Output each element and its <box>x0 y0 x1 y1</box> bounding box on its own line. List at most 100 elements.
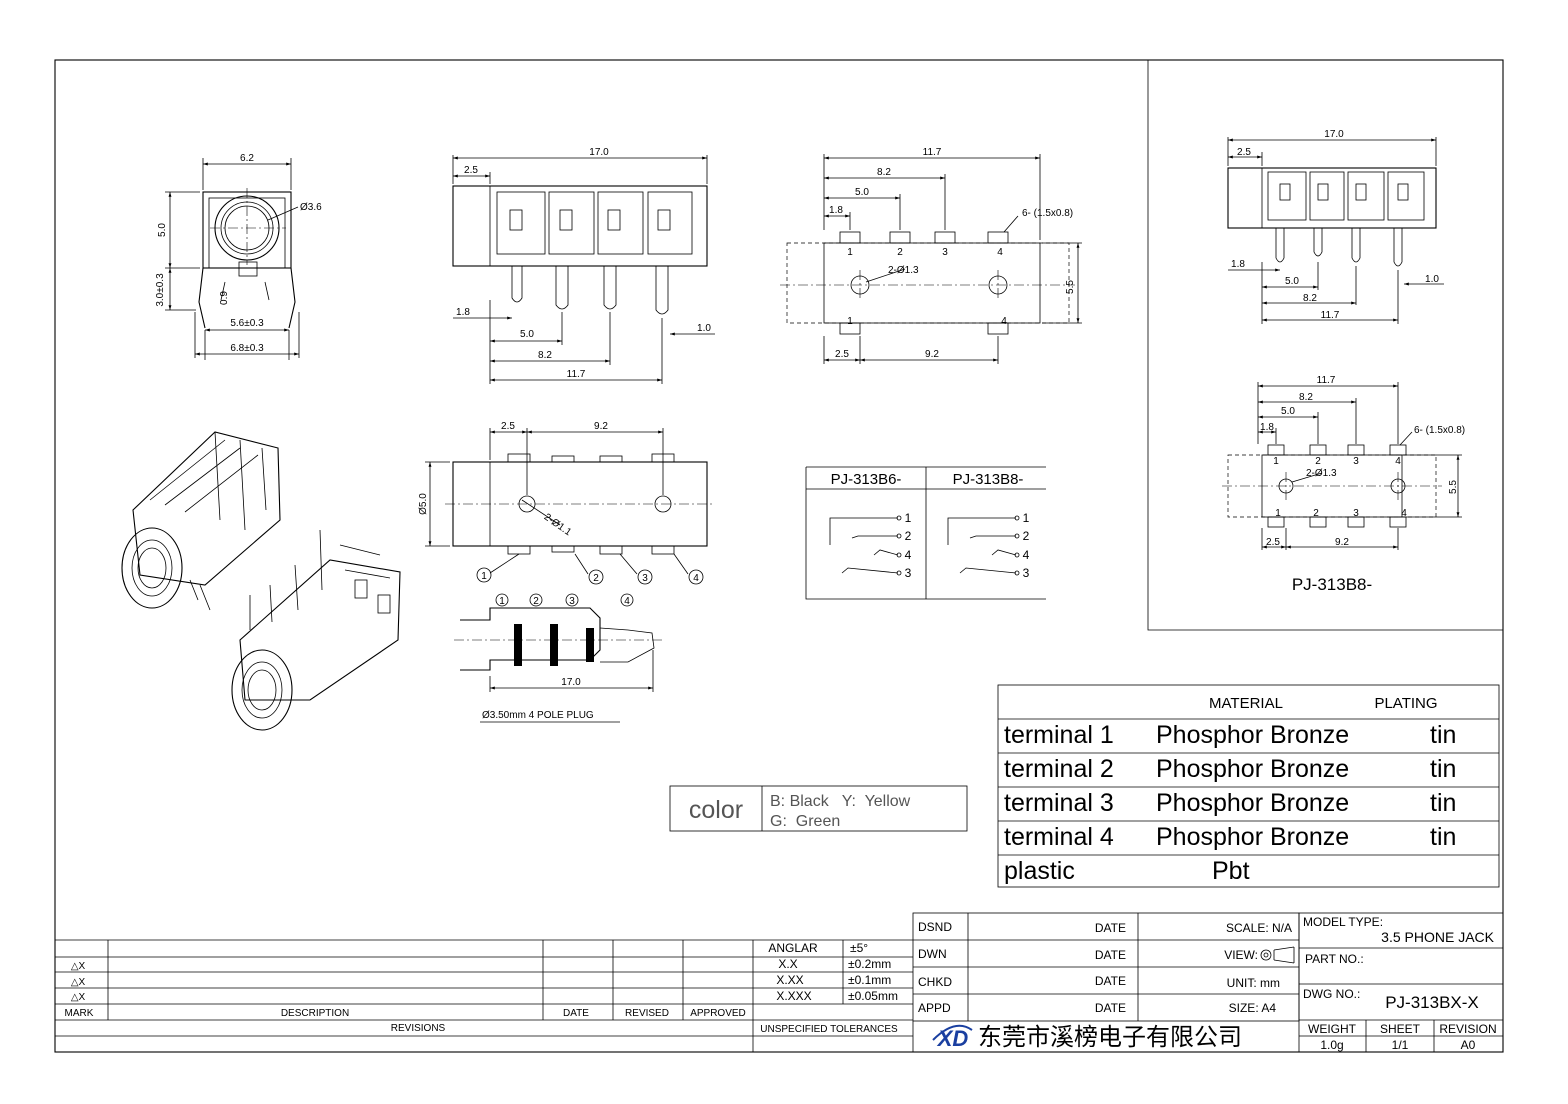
pcb-pin-bottom-4: 4 <box>1001 316 1007 327</box>
b8-pin-top-2: 2 <box>1315 456 1321 467</box>
material-row-4-material: Phosphor Bronze <box>1156 823 1349 851</box>
approval-scale: SCALE: N/A <box>1226 921 1292 935</box>
b8-pcb-dim-55: 5.5 <box>1448 480 1459 494</box>
top-balloon-3: 3 <box>642 573 648 584</box>
b8-pcb-dim-82: 8.2 <box>1299 392 1313 403</box>
b8-pin-bottom-2: 2 <box>1313 508 1319 519</box>
b8-pin-bottom-3: 3 <box>1353 508 1359 519</box>
side-dim-117: 11.7 <box>567 369 586 380</box>
sheet-label: SHEET <box>1380 1022 1421 1036</box>
pcb-dim-92: 9.2 <box>925 349 939 360</box>
pcb-dim-55: 5.5 <box>1065 280 1076 294</box>
side-dim-50: 5.0 <box>520 329 534 340</box>
sheet-border <box>54 59 1504 1053</box>
b8-dim-17: 17.0 <box>1324 129 1344 140</box>
front-dim-w1: 5.6±0.3 <box>230 318 264 329</box>
b8-pin-bottom-4: 4 <box>1401 508 1407 519</box>
material-row-2-material: Phosphor Bronze <box>1156 755 1349 783</box>
approval-view: VIEW: <box>1224 948 1258 962</box>
schematic1-pin-4: 4 <box>905 548 912 562</box>
side-dim-17: 17.0 <box>589 147 609 158</box>
b8-pcb-dim-18: 1.8 <box>1260 422 1274 433</box>
schematic1-pin-2: 2 <box>905 529 912 543</box>
material-header: MATERIAL <box>1209 695 1283 712</box>
isometric-view-1 <box>121 431 281 611</box>
projection-symbol-icon <box>1260 946 1295 964</box>
b8-dim-117: 11.7 <box>1321 310 1340 321</box>
title-block: MODEL TYPE: 3.5 PHONE JACK PART NO.: DWG… <box>912 912 1504 1053</box>
material-row-5-material: Pbt <box>1212 857 1250 885</box>
top-dim-25: 2.5 <box>501 421 515 432</box>
front-dim-height: 5.0 <box>157 223 168 237</box>
material-table: MATERIAL PLATING terminal 1 Phosphor Bro… <box>997 684 1500 888</box>
pcb-dim-18: 1.8 <box>829 205 843 216</box>
b8-dim-25: 2.5 <box>1237 147 1251 158</box>
top-hole: 2-Ø1.1 <box>542 512 574 539</box>
color-label: color <box>689 796 743 824</box>
material-row-1-plating: tin <box>1430 721 1456 749</box>
b8-dim-82: 8.2 <box>1303 293 1317 304</box>
revision-header-revised: REVISED <box>625 1008 669 1019</box>
front-dim-hole: Ø3.6 <box>300 202 322 213</box>
revision-header-description: DESCRIPTION <box>281 1008 349 1019</box>
weight-label: WEIGHT <box>1308 1022 1357 1036</box>
schematic-col-2: PJ-313B8- <box>953 471 1024 488</box>
material-row-2-plating: tin <box>1430 755 1456 783</box>
plating-header: PLATING <box>1374 695 1437 712</box>
schematic1-pin-3: 3 <box>905 566 912 580</box>
revision-mark-3: △X <box>71 992 86 1003</box>
schematic2-pin-1: 1 <box>1023 511 1030 525</box>
plug-balloon-3: 3 <box>569 596 575 607</box>
pcb-pin-bottom-1: 1 <box>847 316 853 327</box>
b8-holes-note: 6- (1.5x0.8) <box>1414 425 1465 436</box>
approvals-block: DSND DATE SCALE: N/A DWN DATE VIEW: CHKD… <box>912 912 1300 1022</box>
schematic2-pin-3: 3 <box>1023 566 1030 580</box>
pcb-pin-4: 4 <box>997 247 1003 258</box>
schematic-col-1: PJ-313B6- <box>831 471 902 488</box>
side-view: 17.0 2.5 1.8 5.0 8.2 11.7 1.0 <box>452 147 715 384</box>
material-row-1-material: Phosphor Bronze <box>1156 721 1349 749</box>
approval-dsnd-date: DATE <box>1095 921 1126 935</box>
side-dim-10: 1.0 <box>697 323 711 334</box>
tolerances-footer: UNSPECIFIED TOLERANCES <box>760 1024 898 1035</box>
company-logo-text: XD <box>936 1026 969 1051</box>
schematic2-pin-4: 4 <box>1023 548 1030 562</box>
plug-dim-17: 17.0 <box>561 677 581 688</box>
revisions-block: △X △X △X MARK DESCRIPTION DATE REVISED A… <box>55 939 913 1052</box>
company-logo: XD <box>932 1024 973 1051</box>
pcb-dim-82: 8.2 <box>877 167 891 178</box>
top-balloon-2: 2 <box>593 573 599 584</box>
schematic1-pin-1: 1 <box>905 511 912 525</box>
pcb-pin-1: 1 <box>847 247 853 258</box>
pcb-dim-50: 5.0 <box>855 187 869 198</box>
tolerance-xxx-value: ±0.05mm <box>848 989 898 1003</box>
approval-appd-date: DATE <box>1095 1001 1126 1015</box>
material-row-3-material: Phosphor Bronze <box>1156 789 1349 817</box>
material-row-4-plating: tin <box>1430 823 1456 851</box>
b8-pin-bottom-1: 1 <box>1275 508 1281 519</box>
pcb-layout-view: 1 2 3 4 1 4 11.7 8.2 5.0 1.8 6- (1.5x0.8… <box>780 147 1082 364</box>
b8-panel-frame <box>1147 60 1503 631</box>
pcb-dim-25: 2.5 <box>835 349 849 360</box>
pcb-hole-dia: 2-Ø1.3 <box>888 265 919 276</box>
revisions-footer: REVISIONS <box>391 1023 446 1034</box>
top-view: 2.5 9.2 Ø5.0 2-Ø1.1 1 2 3 4 <box>418 421 715 585</box>
model-type-value: 3.5 PHONE JACK <box>1381 929 1494 945</box>
b8-pcb-dim-50: 5.0 <box>1281 406 1295 417</box>
front-view: 6.2 5.0 3.0±0.3 Ø3.6 0.9 5.6±0.3 6.8±0.3 <box>155 153 322 360</box>
b8-side-view: 17.0 2.5 1.8 5.0 8.2 11.7 1.0 <box>1227 129 1444 324</box>
part-no-label: PART NO.: <box>1305 952 1364 966</box>
color-line-1: B: Black Y: Yellow <box>770 793 911 810</box>
revision-value: A0 <box>1461 1038 1476 1052</box>
material-row-3-plating: tin <box>1430 789 1456 817</box>
revision-mark-2: △X <box>71 977 86 988</box>
b8-dim-10: 1.0 <box>1425 274 1439 285</box>
top-balloon-4: 4 <box>693 573 699 584</box>
b8-pin-top-1: 1 <box>1273 456 1279 467</box>
revision-label: REVISION <box>1439 1022 1496 1036</box>
b8-pin-top-4: 4 <box>1395 456 1401 467</box>
tolerance-xx-label: X.XX <box>776 973 803 987</box>
material-row-1-part: terminal 1 <box>1004 721 1114 749</box>
revision-header-approved: APPROVED <box>690 1008 746 1019</box>
